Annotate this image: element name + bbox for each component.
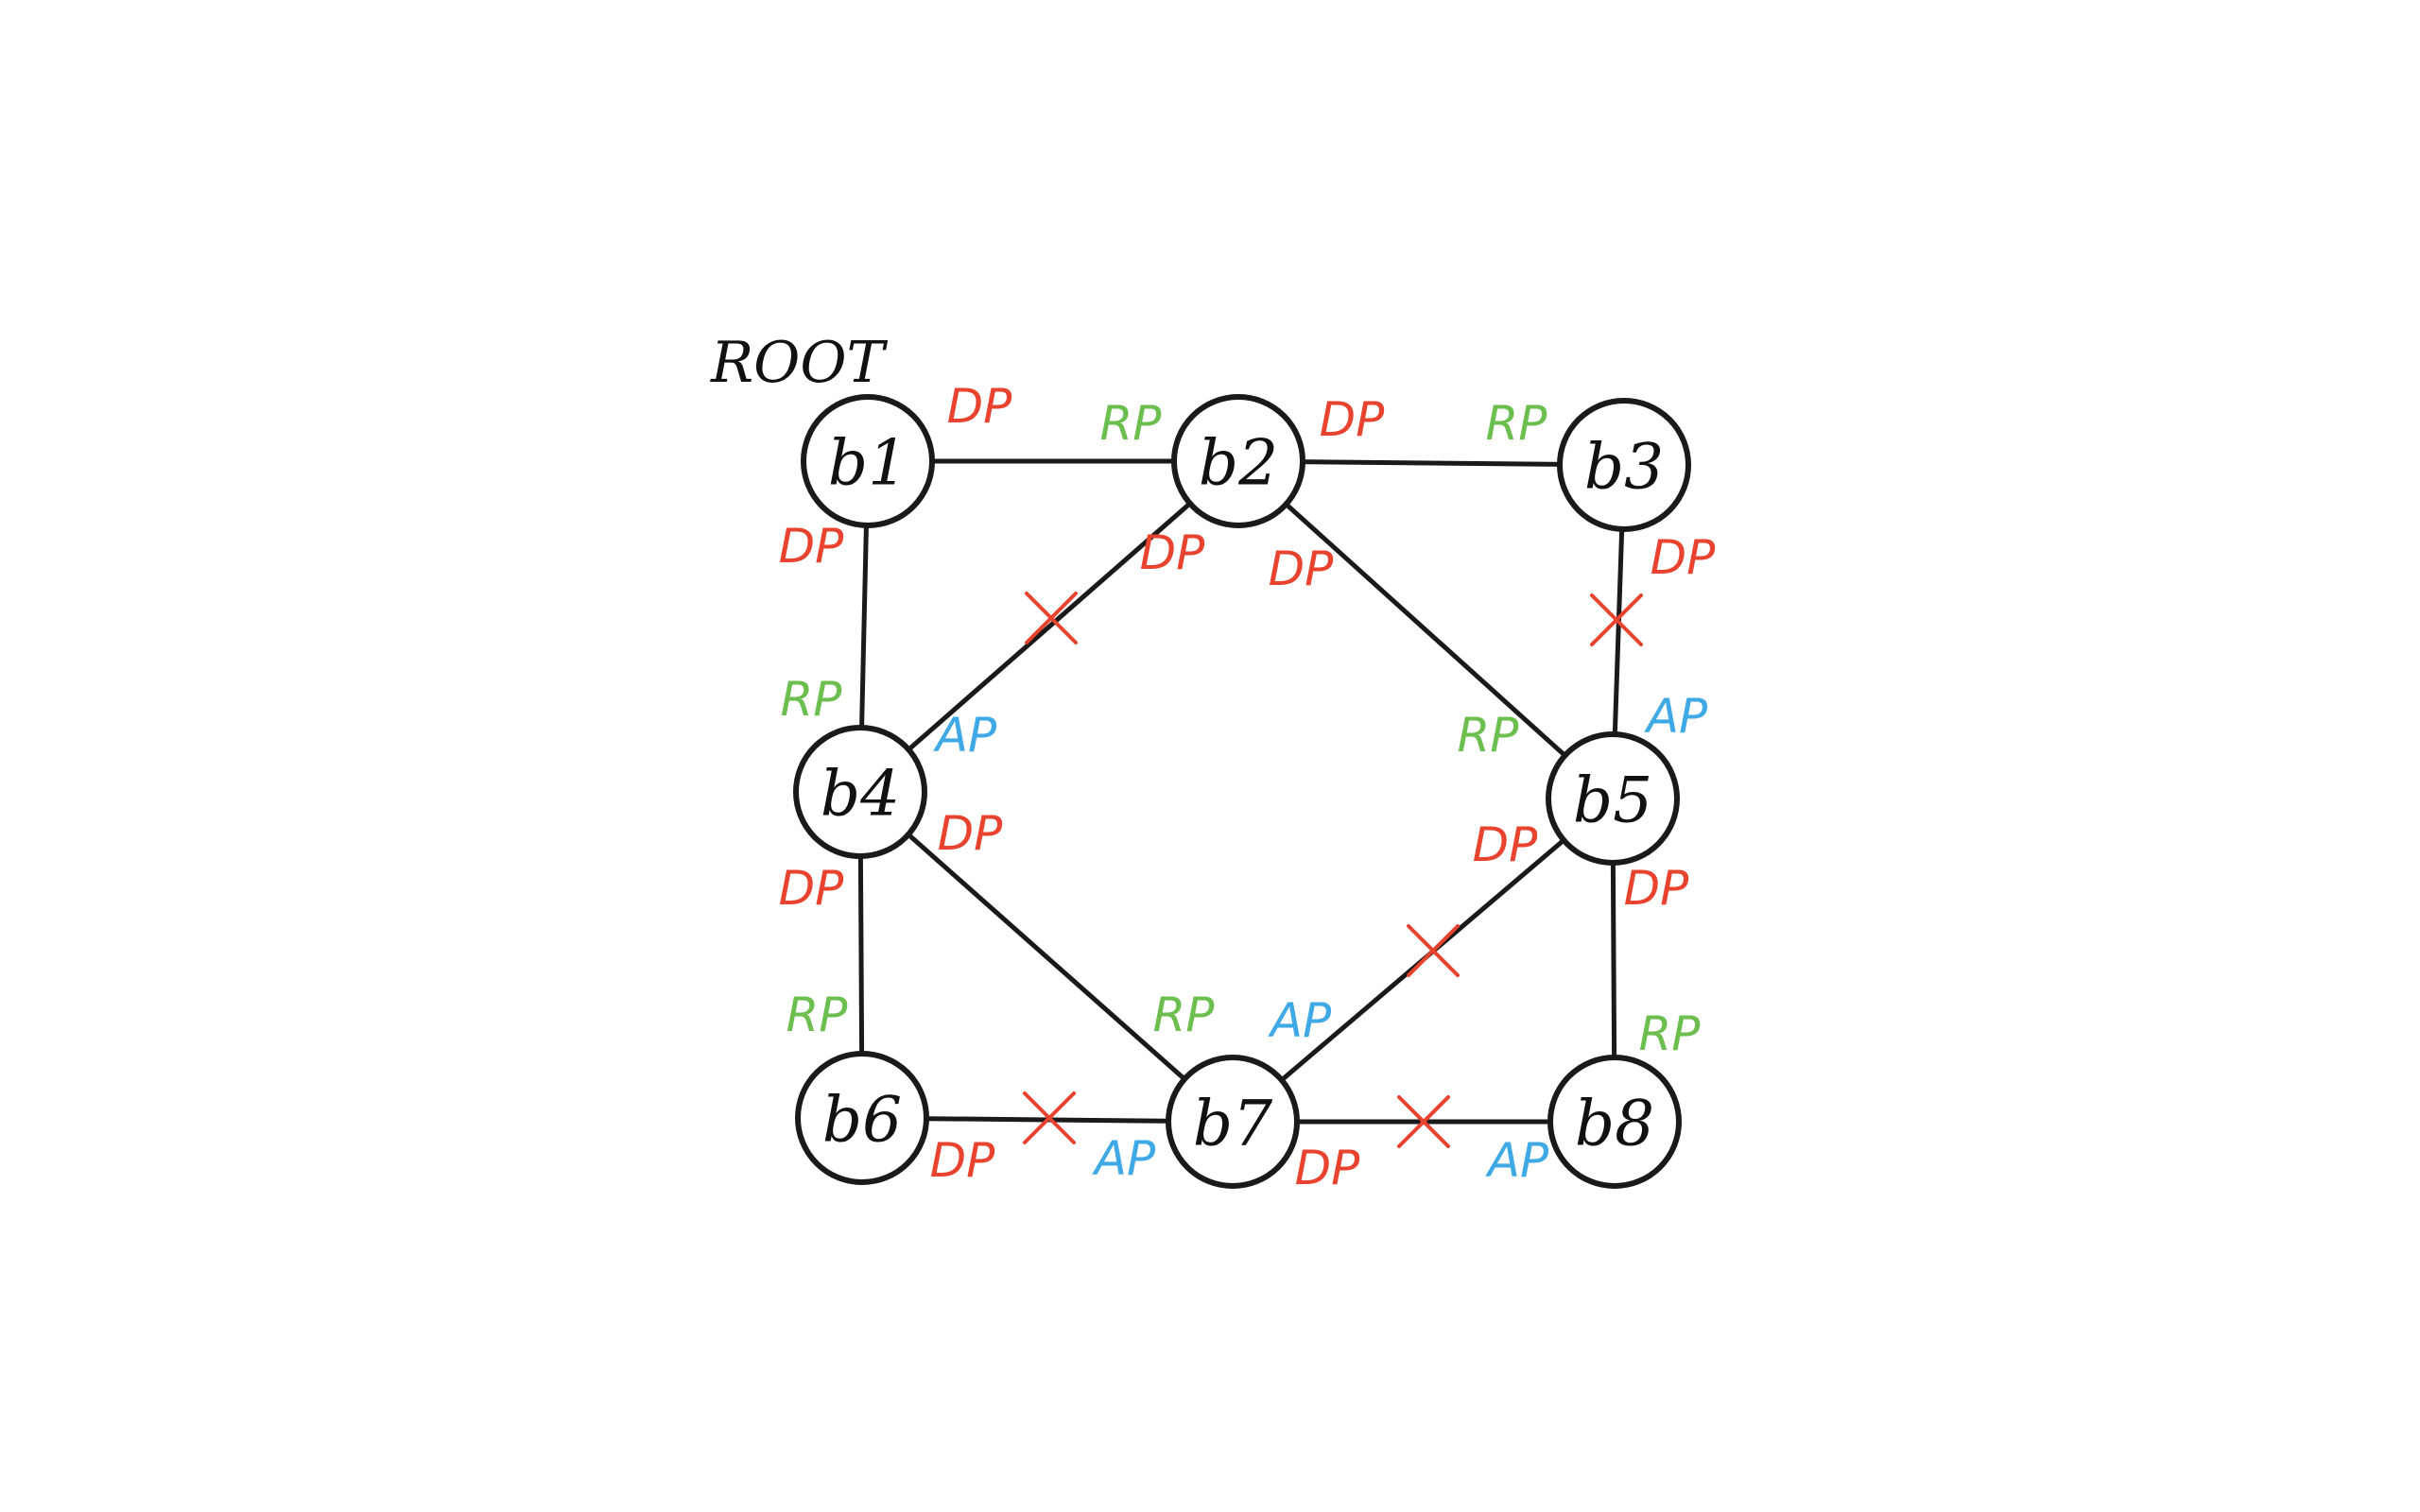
port-label-b2-b1-b2: RP: [1100, 396, 1163, 451]
node-circle: [801, 394, 935, 528]
node-circle: [1546, 731, 1680, 866]
link-b2-b4: [857, 458, 1241, 795]
node-b5: b5: [1546, 731, 1680, 866]
port-label-b2-b2-b5: DP: [1269, 541, 1335, 596]
port-label-b4-b4-b6: DP: [779, 861, 845, 916]
node-label: b8: [1575, 1088, 1654, 1160]
port-label-b4-b1-b4: RP: [781, 672, 843, 727]
node-label: b5: [1573, 765, 1652, 837]
node-circle: [1166, 1055, 1300, 1189]
node-circle: [793, 725, 927, 859]
blocked-mark-b2-b4: [1025, 592, 1078, 644]
nodes-layer: b1 b2 b3 b4 b5 b6 b7 b8: [793, 394, 1691, 1189]
node-circle: [1547, 1055, 1682, 1189]
node-b2: b2: [1171, 394, 1305, 528]
port-label-b3-b3-b5: DP: [1651, 530, 1717, 585]
blocked-mark-stroke: [1397, 1095, 1450, 1148]
node-b7: b7: [1166, 1055, 1300, 1189]
port-label-b1-b1-b2: DP: [947, 379, 1013, 434]
port-label-b4-b4-b7: DP: [938, 806, 1004, 861]
blocked-mark-stroke: [1407, 924, 1460, 977]
port-label-b4-b2-b4: AP: [933, 708, 997, 763]
port-label-b7-b5-b7: AP: [1268, 993, 1332, 1048]
node-b4: b4: [793, 725, 927, 859]
port-label-b2-b2-b3: DP: [1320, 392, 1386, 447]
port-label-b5-b5-b8: DP: [1624, 861, 1690, 916]
port-label-b5-b5-b7: DP: [1473, 817, 1539, 872]
node-b6: b6: [795, 1051, 929, 1185]
blocked-mark-b3-b5: [1590, 593, 1643, 646]
port-label-b3-b2-b3: RP: [1486, 396, 1548, 451]
port-label-b8-b5-b8: RP: [1639, 1006, 1702, 1061]
port-labels-layer: DP RP DP RP DP RP DP AP DP RP DP AP DP RP DP RP DP AP DP RP…: [779, 379, 1717, 1195]
port-label-b8-b7-b8: AP: [1485, 1133, 1549, 1188]
link-b4-b7: [857, 789, 1236, 1125]
blocked-mark-stroke: [1025, 592, 1078, 644]
port-label-b7-b4-b7: RP: [1153, 988, 1216, 1042]
port-label-b6-b6-b7: DP: [930, 1133, 996, 1188]
port-label-b7-b6-b7: AP: [1092, 1131, 1156, 1186]
node-label: b7: [1193, 1088, 1272, 1160]
port-label-b1-b1-b4: DP: [779, 519, 845, 574]
links-layer: [857, 458, 1627, 1125]
blocked-mark-stroke: [1023, 1091, 1076, 1144]
node-circle: [795, 1051, 929, 1185]
node-label: b4: [821, 758, 900, 831]
blocked-mark-b5-b7: [1407, 924, 1460, 977]
node-b1: b1: [801, 394, 935, 528]
port-label-b5-b2-b5: RP: [1458, 708, 1520, 763]
node-b8: b8: [1547, 1055, 1682, 1189]
node-circle: [1171, 394, 1305, 528]
port-label-b5-b3-b5: AP: [1644, 689, 1708, 744]
node-label: b1: [828, 427, 908, 500]
port-label-b2-b2-b4: DP: [1140, 525, 1206, 580]
port-label-b7-b7-b8: DP: [1295, 1141, 1361, 1195]
node-label: b6: [822, 1084, 902, 1157]
port-label-b6-b4-b6: RP: [786, 988, 849, 1042]
blocked-mark-b6-b7: [1023, 1091, 1076, 1144]
blocked-mark-stroke: [1590, 593, 1643, 646]
root-label: ROOT: [710, 330, 889, 396]
node-label: b3: [1584, 431, 1664, 504]
blocked-marks-layer: [1023, 592, 1643, 1148]
blocked-mark-b7-b8: [1397, 1095, 1450, 1148]
link-b2-b5: [1236, 458, 1616, 801]
node-b3: b3: [1557, 398, 1691, 532]
node-label: b2: [1199, 427, 1278, 500]
node-circle: [1557, 398, 1691, 532]
